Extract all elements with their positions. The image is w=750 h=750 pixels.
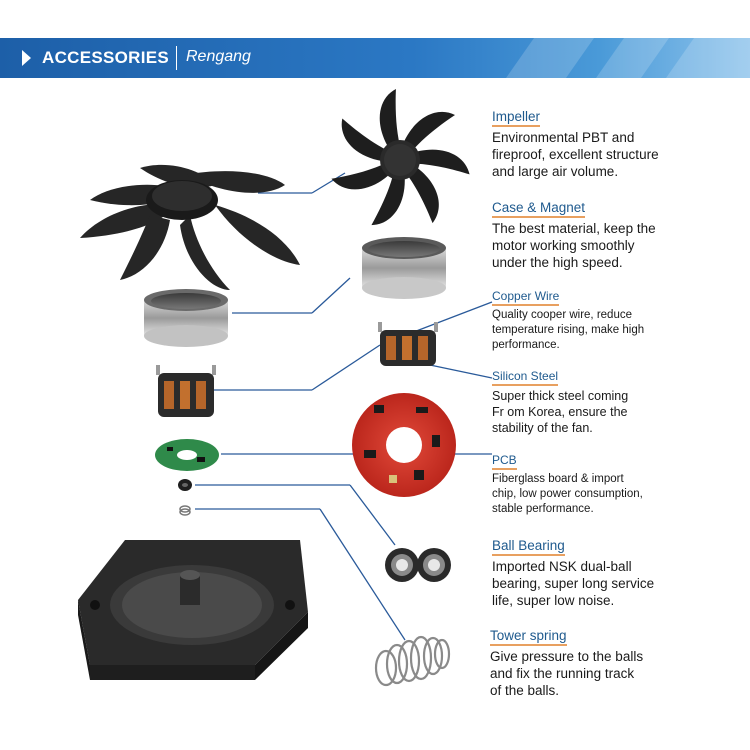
pcb-red [352, 393, 456, 497]
callout-line: Give pressure to the balls [490, 649, 644, 664]
banner-title: ACCESSORIES [42, 48, 170, 67]
small-bearing [178, 479, 192, 491]
callout-line: performance. [492, 339, 560, 351]
case-ring [144, 289, 228, 347]
callout-line: stable performance. [492, 503, 594, 515]
callout-line: Super thick steel coming [492, 389, 629, 403]
callout-line: under the high speed. [492, 255, 623, 270]
callout-heading: Copper Wire [492, 289, 560, 306]
ball-bearing-left [385, 548, 419, 582]
callout-line: life, super low noise. [492, 593, 615, 608]
callout-line: motor working smoothly [492, 238, 635, 253]
stator-lower [156, 365, 216, 417]
ball-bearing-right [417, 548, 451, 582]
callout-case-magnet: Case & Magnet The best material, keep th… [492, 199, 656, 271]
callout-line: Fiberglass board & import [492, 473, 624, 485]
fan-housing [78, 540, 308, 680]
callout-line: temperature rising, make high [492, 324, 645, 336]
callout-silicon-steel: Silicon Steel Super thick steel coming F… [492, 367, 628, 436]
callout-line: Fr om Korea, ensure the [492, 405, 628, 419]
callout-line: and large air volume. [492, 164, 619, 179]
callout-heading: Impeller [492, 109, 541, 127]
callout-impeller: Impeller Environmental PBT and fireproof… [492, 108, 659, 180]
callout-line: and fix the running track [490, 666, 635, 681]
callout-tower-spring: Tower spring Give pressure to the balls … [490, 627, 643, 699]
callout-line: of the balls. [490, 683, 560, 698]
callout-pcb: PCB Fiberglass board & import chip, low … [492, 451, 643, 517]
callout-line: stability of the fan. [492, 421, 593, 435]
leader-line [429, 364, 493, 379]
brand-name: Rengang [186, 48, 251, 65]
stator-upper [378, 322, 438, 366]
chevron-right-icon [22, 50, 31, 66]
callout-line: bearing, super long service [492, 576, 655, 591]
callout-line: The best material, keep the [492, 221, 656, 236]
tower-spring [374, 635, 451, 687]
small-spring [179, 505, 191, 516]
leader-line [349, 484, 396, 546]
leader-line [311, 277, 351, 314]
leader-lines [195, 172, 493, 641]
callout-copper-wire: Copper Wire Quality cooper wire, reduce … [492, 287, 644, 353]
magnet-ring [362, 237, 446, 299]
impeller-side [80, 164, 300, 290]
callout-line: Quality cooper wire, reduce [492, 309, 632, 321]
callout-heading: Silicon Steel [492, 369, 559, 386]
header-banner: ACCESSORIES Rengang [0, 38, 750, 78]
callout-line: Imported NSK dual-ball [492, 559, 632, 574]
callout-heading: Case & Magnet [492, 200, 586, 218]
callout-ball-bearing: Ball Bearing Imported NSK dual-ball bear… [492, 537, 654, 609]
pcb-green [155, 439, 219, 471]
callout-line: Environmental PBT and [492, 130, 635, 145]
callout-heading: PCB [492, 453, 517, 470]
leader-line [319, 508, 406, 641]
callout-line: fireproof, excellent structure [492, 147, 659, 162]
callout-heading: Ball Bearing [492, 538, 565, 556]
leader-line [311, 344, 381, 391]
impeller-front [331, 89, 470, 226]
callout-heading: Tower spring [490, 628, 567, 646]
banner-divider [176, 46, 177, 70]
callout-line: chip, low power consumption, [492, 488, 643, 500]
leader-line [311, 172, 346, 194]
